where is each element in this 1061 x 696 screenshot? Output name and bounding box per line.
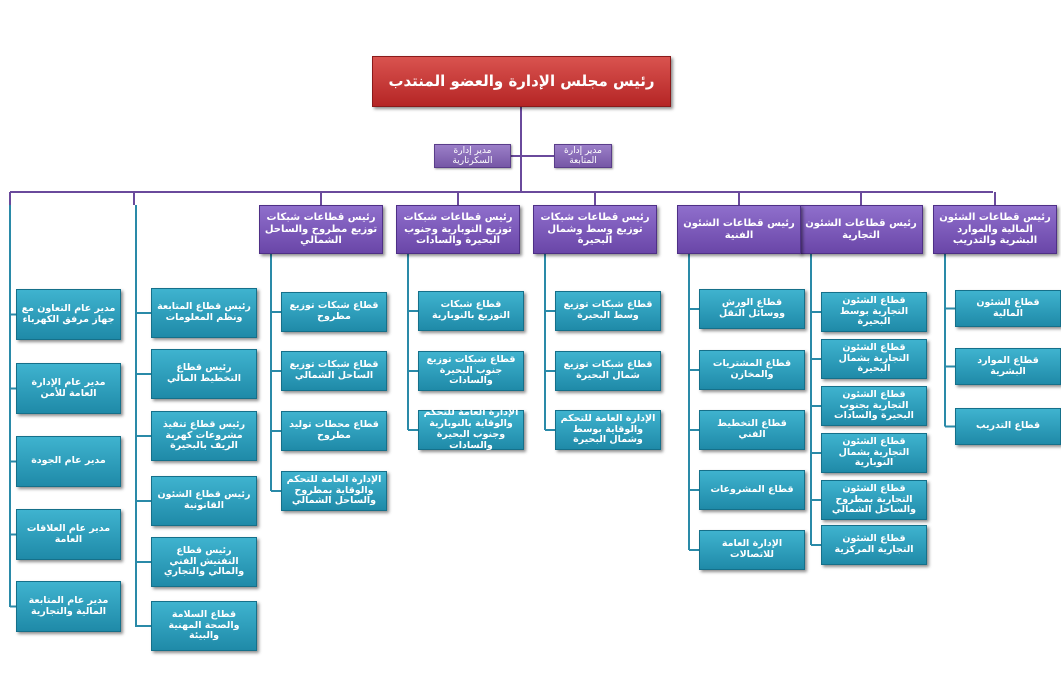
column-a-box: قطاع السلامة والصحة المهنية والبيئة (151, 601, 257, 651)
sub-sector-box: الإدارة العامة للتحكم والوقاية بالنوباري… (418, 407, 524, 451)
column-b-box: مدير عام المتابعة المالية والتجارية (16, 581, 121, 632)
sub-sector-box: الإدارة العامة للتحكم والوقاية بمطروح وا… (281, 471, 387, 511)
sub-sector-box: قطاع الورش ووسائل النقل (699, 289, 805, 329)
sub-sector-box: قطاع الشئون التجارية بشمال النوبارية (821, 433, 927, 473)
column-b-box: مدير عام الجودة (16, 436, 121, 487)
column-b-box: مدير عام الإدارة العامة للأمن (16, 363, 121, 414)
sub-sector-box: قطاع الشئون التجارية بجنوب البحيرة والسا… (821, 386, 927, 426)
sub-sector-box: قطاع شبكات توزيع شمال البحيرة (555, 351, 661, 391)
assistant-box-secretariat: مدير إدارة السكرتارية (434, 144, 511, 168)
sub-sector-box: قطاع الموارد البشرية (955, 348, 1061, 385)
sub-sector-box: قطاع الشئون التجارية المركزية (821, 525, 927, 565)
sub-sector-box: الإدارة العامة للاتصالات (699, 530, 805, 570)
column-a-box: رئيس قطاع تنفيذ مشروعات كهربة الريف بالب… (151, 411, 257, 461)
sub-sector-box: قطاع التدريب (955, 408, 1061, 445)
sub-sector-box: قطاع الشئون التجارية بشمال البحيرة (821, 339, 927, 379)
column-a-box: رئيس قطاع التخطيط المالي (151, 349, 257, 399)
sub-sector-box: قطاع الشئون المالية (955, 290, 1061, 327)
sector-head-box: رئيس قطاعات شبكات توزيع وسط وشمال البحير… (533, 205, 657, 254)
column-a-box: رئيس قطاع التفتيش الفني والمالي والتجاري (151, 537, 257, 587)
sub-sector-box: قطاع شبكات توزيع جنوب البحيرة والسادات (418, 351, 524, 391)
sub-sector-box: قطاع الشئون التجارية بوسط البحيرة (821, 292, 927, 332)
sector-head-box: رئيس قطاعات الشئون المالية والموارد البش… (933, 205, 1057, 254)
sub-sector-box: قطاع التخطيط الفني (699, 410, 805, 450)
sector-head-box: رئيس قطاعات شبكات توزيع النوبارية وجنوب … (396, 205, 520, 254)
sub-sector-box: قطاع محطات توليد مطروح (281, 411, 387, 451)
sub-sector-box: قطاع شبكات توزيع مطروح (281, 292, 387, 332)
column-b-box: مدير عام التعاون مع جهاز مرفق الكهرباء (16, 289, 121, 340)
sector-head-box: رئيس قطاعات شبكات توزيع مطروح والساحل ال… (259, 205, 383, 254)
sub-sector-box: قطاع المشتريات والمخازن (699, 350, 805, 390)
column-a-box: رئيس قطاع الشئون القانونية (151, 476, 257, 526)
sub-sector-box: قطاع شبكات توزيع الساحل الشمالي (281, 351, 387, 391)
sub-sector-box: قطاع شبكات التوزيع بالنوبارية (418, 291, 524, 331)
column-b-box: مدير عام العلاقات العامة (16, 509, 121, 560)
assistant-box-followup: مدير إدارة المتابعة (554, 144, 612, 168)
column-a-box: رئيس قطاع المتابعة ونظم المعلومات (151, 288, 257, 338)
sector-head-box: رئيس قطاعات الشئون التجارية (799, 205, 923, 254)
sub-sector-box: قطاع الشئون التجارية بمطروح والساحل الشم… (821, 480, 927, 520)
sub-sector-box: قطاع المشروعات (699, 470, 805, 510)
sector-head-box: رئيس قطاعات الشئون الفنية (677, 205, 801, 254)
sub-sector-box: قطاع شبكات توزيع وسط البحيرة (555, 291, 661, 331)
top-executive-box: رئيس مجلس الإدارة والعضو المنتدب (372, 56, 671, 107)
sub-sector-box: الإدارة العامة للتحكم والوقاية بوسط وشما… (555, 410, 661, 450)
